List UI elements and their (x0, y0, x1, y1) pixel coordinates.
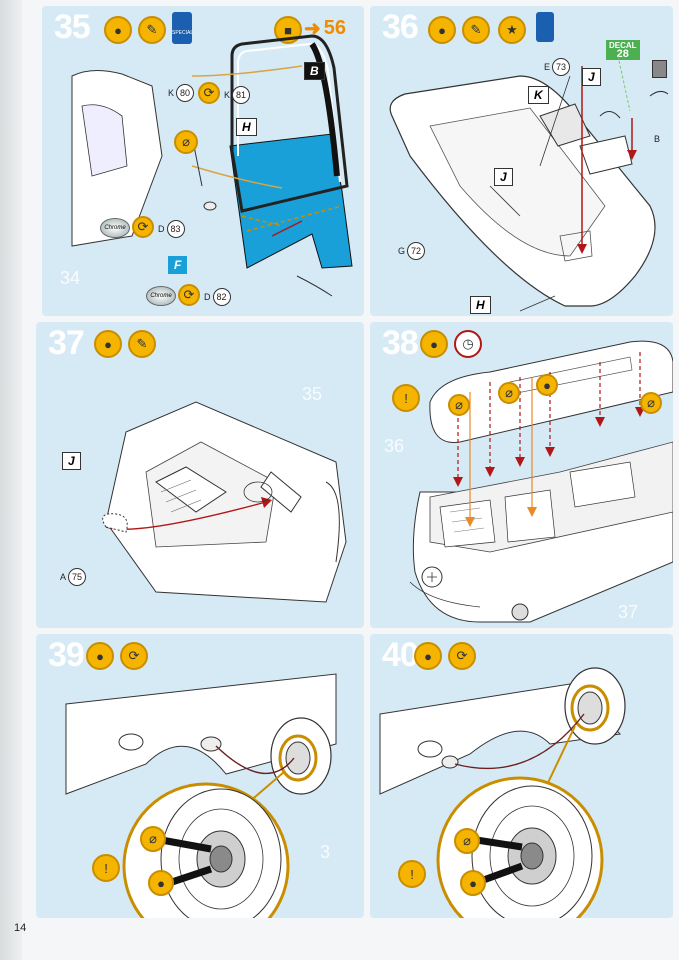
no-glue-icon: ⌀ (454, 828, 480, 854)
cabin-drawing (102, 401, 347, 603)
part-number-circle: 73 (552, 58, 571, 76)
door-drawing (71, 34, 353, 297)
step-number: 35 (54, 8, 91, 46)
step-number: 36 (382, 8, 419, 46)
previous-step-ghost: 35 (302, 384, 323, 404)
step-number: 37 (48, 324, 85, 362)
part-number-circle: 75 (68, 568, 87, 586)
paint-brush-icon: ✎ (128, 330, 156, 358)
part-number-circle: 80 (176, 84, 195, 102)
refer-step-number: 56 (323, 17, 347, 39)
clock-icon: ◷ (454, 330, 482, 358)
part-tag-k: K (528, 86, 549, 104)
paint-brush-icon: ✎ (462, 16, 490, 44)
glue-icon: ● (148, 870, 174, 896)
step-number: 40 (382, 636, 419, 674)
glue-icon: ● (420, 330, 448, 358)
part-k80-label: K 80 (168, 84, 195, 102)
part-number-circle: 83 (166, 220, 185, 238)
paint-pot-icon (536, 12, 554, 42)
part-tag-h: H (236, 118, 257, 136)
part-g72-label: G 72 (398, 242, 426, 260)
glue-icon: ● (536, 374, 558, 396)
rotate-icon: ⟳ (448, 642, 476, 670)
rotate-icon: ⟳ (132, 216, 154, 238)
part-tag-j: J (62, 452, 81, 470)
glue-icon: ● (94, 330, 122, 358)
decal-badge: DECAL 28 (606, 40, 640, 60)
previous-step-ghost: 34 (60, 268, 81, 288)
step-number: 38 (382, 324, 419, 362)
step-36-panel: 36 ● ✎ ★ DECAL 28 K J J H E 73 G 72 B (370, 6, 673, 316)
paint-brush-icon: ✎ (138, 16, 166, 44)
step-39-panel: 39 ● ⟳ 3 ⌀ ● ! (36, 634, 364, 918)
part-d83-label: D 83 (158, 220, 185, 238)
glue-icon: ● (460, 870, 486, 896)
previous-step-ghost: 37 (618, 602, 639, 622)
part-tag-j: J (582, 68, 601, 86)
glue-icon: ● (104, 16, 132, 44)
part-tag-j: J (494, 168, 513, 186)
step-35-panel: 35 ● ✎ SPECIAL ■ ➜56 34 B H F K 80 ⟳ K 8… (42, 6, 364, 316)
no-glue-icon: ⌀ (640, 392, 662, 414)
no-glue-icon: ⌀ (448, 394, 470, 416)
warning-icon: ! (92, 854, 120, 882)
decal-tag-b: B (304, 62, 325, 80)
rotate-icon: ⟳ (178, 284, 200, 306)
chrome-part-icon: Chrome (100, 218, 130, 238)
front-wheel-drawing (65, 673, 337, 918)
sticker-icon: ★ (498, 16, 526, 44)
glue-icon: ● (428, 16, 456, 44)
no-glue-icon: ⌀ (498, 382, 520, 404)
warning-icon: ! (392, 384, 420, 412)
glue-icon: ● (86, 642, 114, 670)
part-b-label: B (654, 134, 661, 144)
step-40-panel: 40 ● ⟳ ⌀ ● ! (370, 634, 673, 918)
step-number: 39 (48, 636, 85, 674)
previous-step-ghost: 36 (384, 436, 405, 456)
page-gutter (0, 0, 22, 960)
part-e73-label: E 73 (544, 58, 571, 76)
part-number-circle: 72 (407, 242, 426, 260)
no-glue-marker-icon: ⌀ (174, 130, 198, 154)
rotate-icon: ⟳ (198, 82, 220, 104)
part-a75-label: A 75 (60, 568, 87, 586)
part-tag-h: H (470, 296, 491, 314)
chrome-part-icon: Chrome (146, 286, 176, 306)
step-37-panel: 37 ● ✎ 35 J A 75 (36, 322, 364, 628)
refer-step-arrow: ➜56 (304, 17, 347, 40)
page-number: 14 (14, 922, 27, 934)
part-d82-label: D 82 (204, 288, 231, 306)
step-38-panel: 38 ● ◷ 36 37 ! ⌀ ⌀ ● ⌀ (370, 322, 673, 628)
paint-pot-icon: SPECIAL (172, 12, 193, 44)
roof-assembly-drawing (409, 340, 673, 623)
floor-drawing (389, 55, 669, 312)
warning-icon: ! (398, 860, 426, 888)
no-glue-icon: ⌀ (140, 826, 166, 852)
glue-icon: ● (414, 642, 442, 670)
part-k81-label: K 81 (224, 86, 251, 104)
rotate-icon: ⟳ (120, 642, 148, 670)
part-tag-f: F (168, 256, 188, 274)
part-number-circle: 82 (212, 288, 231, 306)
decal-tag-grey (652, 60, 668, 78)
part-number-circle: 81 (232, 86, 251, 104)
previous-step-ghost: 3 (320, 842, 331, 862)
